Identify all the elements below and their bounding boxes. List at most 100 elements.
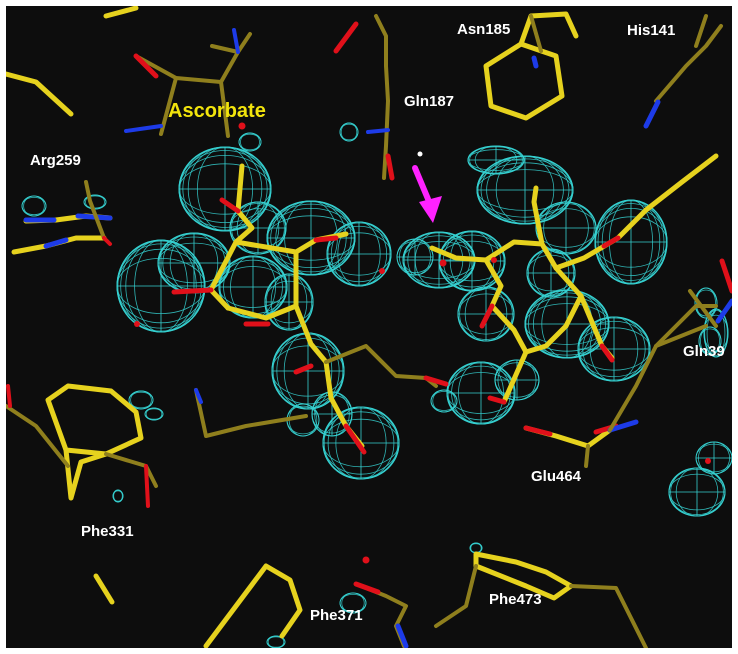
bond-n-left: [124, 124, 163, 133]
bond-phe331-right: [194, 388, 308, 438]
density-blob: [668, 467, 726, 517]
density-blob: [322, 406, 400, 480]
residue-label-phe473: Phe473: [489, 591, 542, 608]
bond-o-phe331: [144, 464, 150, 508]
bond-ligand-ring-a: [483, 257, 569, 355]
bond-layer: [6, 6, 732, 648]
bond-lower-left: [93, 573, 115, 605]
bond-n-gln187: [366, 128, 390, 134]
density-blob: [476, 155, 574, 225]
bond-n-his141: [643, 99, 661, 129]
residue-label-gln187: Gln187: [404, 93, 454, 110]
density-blob: [526, 248, 576, 298]
bond-asn185-side: [529, 14, 543, 53]
bond-glu464-side: [584, 444, 590, 468]
density-blob: [396, 238, 434, 276]
bond-top-left: [103, 6, 139, 19]
bond-o-gln39: [719, 258, 732, 294]
arrow-shaft: [412, 165, 431, 202]
density-blob: [128, 390, 154, 410]
atom-dot: [491, 257, 497, 263]
bond-phe473-chain: [569, 584, 648, 648]
residue-label-arg259: Arg259: [30, 152, 81, 169]
scene-background: [6, 6, 732, 648]
bond-o-ligand-right: [601, 235, 621, 249]
bond-o-upper-left: [133, 53, 159, 79]
bond-n-phe331: [194, 388, 203, 404]
bond-ascorbate-a: [208, 163, 255, 311]
bond-o-ligand-left: [479, 303, 495, 329]
bond-n-gln39: [715, 298, 732, 324]
bond-chain-mid: [219, 80, 230, 138]
density-mesh-layer: [21, 122, 732, 648]
bond-ligand-right: [553, 207, 649, 271]
bond-o-ascorbate-right: [423, 375, 449, 387]
labels-layer: Ascorbate Asn185 His141 Gln187 Arg259 Gl…: [30, 21, 725, 624]
residue-label-his141: His141: [627, 22, 675, 39]
bond-o-top: [333, 21, 359, 54]
bond-o-ascorbate-top: [219, 197, 241, 214]
density-blob: [446, 361, 516, 425]
density-blob: [339, 122, 359, 142]
atom-dot: [379, 268, 385, 274]
density-blob: [430, 389, 458, 413]
density-blob: [467, 145, 525, 175]
bond-ligand-arm: [643, 153, 719, 213]
density-blob: [116, 239, 206, 333]
bond-o-ascorbate-mid: [313, 235, 339, 243]
residue-label-gln39: Gln39: [683, 343, 725, 360]
bond-o-ascorbate-left: [171, 287, 214, 295]
bond-ligand-up: [531, 185, 545, 247]
atom-dot: [134, 321, 140, 327]
bond-o-ascorbate-bottom: [343, 423, 367, 455]
bond-upper-backbone: [134, 50, 240, 84]
bond-o-ligand-lower: [487, 395, 507, 405]
bond-phe473-side: [434, 564, 478, 628]
density-blob: [264, 273, 314, 331]
density-blob: [229, 201, 287, 255]
bond-asn185-chain: [518, 11, 579, 47]
bond-ligand-link: [429, 245, 489, 263]
atom-dot: [417, 151, 423, 157]
density-blob: [178, 146, 272, 232]
bond-ascorbate-ring: [225, 249, 299, 321]
bond-left-upper: [6, 71, 74, 117]
bond-phe331-side: [63, 447, 109, 501]
density-blob: [698, 326, 722, 356]
atom-dot: [238, 122, 246, 130]
bond-n-phe371: [395, 623, 409, 648]
density-blob: [695, 441, 732, 475]
bond-o-ascorbate-low: [293, 363, 314, 375]
bond-gln187-chain: [374, 14, 390, 180]
bond-gln39-chain: [688, 289, 718, 328]
density-blob: [577, 316, 651, 382]
density-blob: [238, 132, 262, 152]
density-blob: [144, 407, 164, 421]
atom-layer: [134, 122, 711, 564]
bond-glu464-branch: [654, 324, 708, 348]
density-blob: [535, 201, 597, 255]
bond-ligand-ring-b: [483, 239, 584, 329]
density-blob: [339, 592, 367, 614]
density-blob: [112, 489, 124, 503]
bond-o-gln187: [385, 153, 395, 181]
residue-label-asn185: Asn185: [457, 21, 510, 38]
bond-chain-left: [159, 76, 178, 136]
bond-o-left-edge: [6, 384, 12, 408]
bond-n-arg-c: [43, 237, 69, 249]
electron-density-scene: Ascorbate Asn185 His141 Gln187 Arg259 Gl…: [6, 6, 732, 648]
density-blob: [494, 359, 540, 401]
structure-canvas: Ascorbate Asn185 His141 Gln187 Arg259 Gl…: [6, 6, 732, 648]
atom-dot: [362, 556, 370, 564]
residue-label-phe331: Phe331: [81, 523, 134, 540]
bond-phe371-ring: [203, 563, 303, 648]
atom-dot: [439, 259, 447, 267]
bond-n-glu464: [607, 419, 639, 433]
residue-label-phe371: Phe371: [310, 607, 363, 624]
magenta-arrow-icon: [412, 165, 442, 223]
bond-o-arg: [102, 236, 112, 246]
density-blob: [326, 221, 392, 287]
density-blob: [21, 195, 47, 217]
density-blob: [266, 635, 286, 648]
arrow-head: [419, 196, 442, 223]
